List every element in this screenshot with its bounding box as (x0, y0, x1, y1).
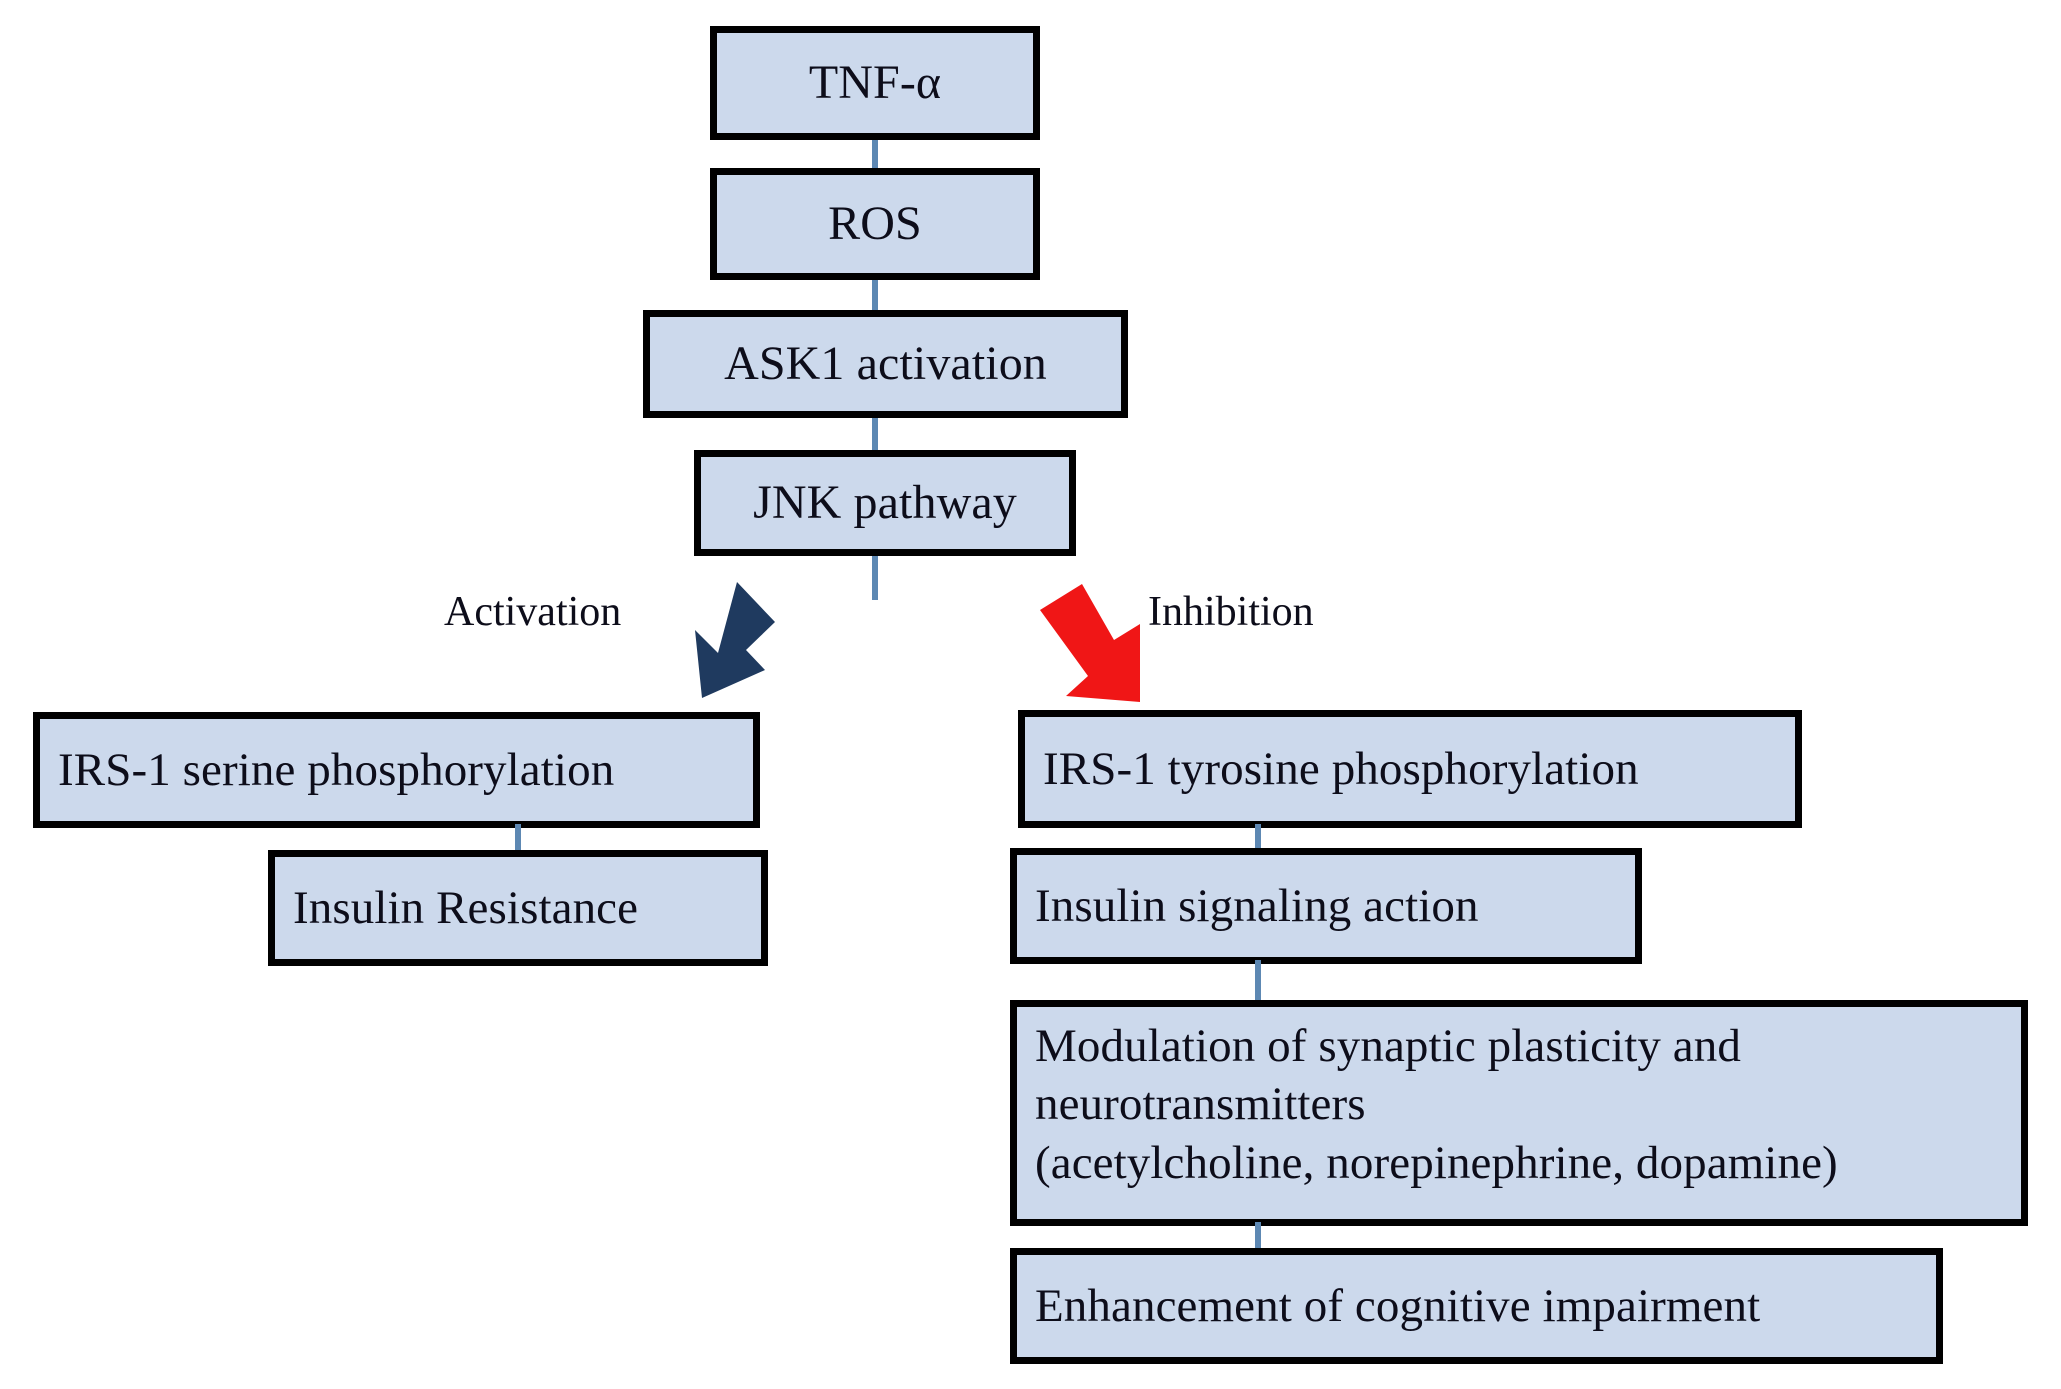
node-insulin-signaling-action-label: Insulin signaling action (1035, 879, 1479, 932)
node-insulin-signaling-action[interactable]: Insulin signaling action (1010, 848, 1642, 964)
node-ask1-activation[interactable]: ASK1 activation (643, 310, 1128, 418)
connector-jnk-to-split (872, 554, 878, 600)
node-ros-label: ROS (828, 197, 922, 251)
edge-label-inhibition: Inhibition (1148, 589, 1314, 635)
node-insulin-resistance[interactable]: Insulin Resistance (268, 850, 768, 966)
connector-serine-to-resistance (515, 824, 521, 858)
edge-label-activation: Activation (444, 589, 622, 635)
activation-arrow-icon (695, 582, 775, 698)
node-irs1-serine-phosphorylation[interactable]: IRS-1 serine phosphorylation (33, 712, 760, 828)
node-irs1-tyrosine-phosphorylation-label: IRS-1 tyrosine phosphorylation (1043, 742, 1639, 795)
connector-modulation-to-cognitive (1255, 1222, 1261, 1256)
node-tnf-alpha[interactable]: TNF-α (710, 26, 1040, 140)
node-ros[interactable]: ROS (710, 168, 1040, 280)
connector-ask1-to-jnk (872, 414, 878, 458)
connector-tnf-to-ros (872, 136, 878, 176)
node-jnk-pathway[interactable]: JNK pathway (694, 450, 1076, 556)
node-enhancement-cognitive-impairment[interactable]: Enhancement of cognitive impairment (1010, 1248, 1943, 1364)
connector-tyrosine-to-signaling (1255, 824, 1261, 854)
node-enhancement-cognitive-impairment-label: Enhancement of cognitive impairment (1035, 1279, 1761, 1332)
node-modulation-synaptic-plasticity[interactable]: Modulation of synaptic plasticity and ne… (1010, 1000, 2028, 1226)
inhibition-arrow-icon (1040, 584, 1140, 702)
node-modulation-synaptic-plasticity-label: Modulation of synaptic plasticity and ne… (1035, 1020, 1838, 1189)
connector-signaling-to-modulation (1255, 960, 1261, 1004)
node-irs1-serine-phosphorylation-label: IRS-1 serine phosphorylation (58, 743, 615, 796)
node-insulin-resistance-label: Insulin Resistance (293, 881, 639, 934)
node-ask1-activation-label: ASK1 activation (724, 337, 1047, 391)
node-irs1-tyrosine-phosphorylation[interactable]: IRS-1 tyrosine phosphorylation (1018, 710, 1802, 828)
node-jnk-pathway-label: JNK pathway (753, 476, 1017, 530)
connector-ros-to-ask1 (872, 276, 878, 318)
node-tnf-alpha-label: TNF-α (808, 56, 942, 110)
